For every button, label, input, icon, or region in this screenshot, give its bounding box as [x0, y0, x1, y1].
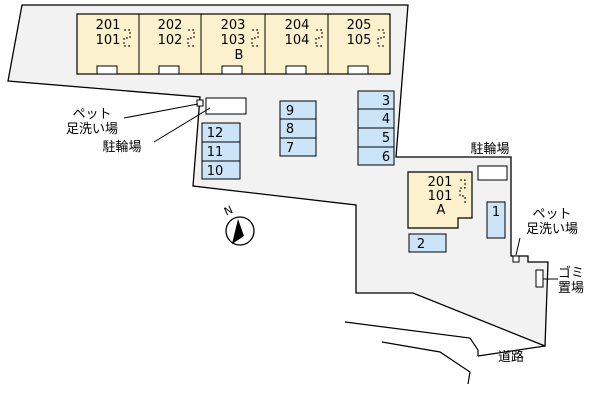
parking-slot-3: 3 — [357, 90, 395, 110]
parking-slot-8: 8 — [279, 118, 317, 139]
north-arrow: N — [222, 203, 255, 246]
building-b-name: B — [235, 48, 244, 63]
parking-slot-3-label: 3 — [382, 94, 390, 109]
pet-wash-right-leader — [515, 237, 521, 256]
parking-slot-1-label: 1 — [492, 205, 500, 220]
unit-b5-upper: 205 — [347, 18, 372, 33]
parking-slots: 3 4 5 6 9 8 7 12 — [201, 90, 506, 253]
unit-b5-lower: 105 — [347, 33, 372, 48]
pet-wash-left — [196, 99, 204, 107]
parking-slot-6-label: 6 — [382, 150, 390, 165]
unit-b2-lower: 102 — [158, 33, 183, 48]
unit-b4-upper: 204 — [285, 18, 310, 33]
bicycle-right-label: 駐輪場 — [470, 141, 509, 157]
bicycle-parking-left — [205, 97, 247, 115]
building-a: 201 101 A — [407, 171, 473, 229]
unit-b3-lower: 103 — [221, 33, 246, 48]
parking-slot-12-label: 12 — [207, 126, 224, 141]
building-b-entrances — [96, 65, 369, 75]
road-label: 道路 — [498, 349, 524, 365]
garbage-area — [535, 269, 544, 288]
unit-b3-upper: 203 — [221, 18, 246, 33]
parking-slot-1: 1 — [486, 201, 506, 239]
building-b: 201 101 202 102 203 103 B 204 104 205 10… — [76, 13, 391, 75]
parking-slot-4: 4 — [357, 108, 395, 129]
road — [344, 321, 546, 385]
parking-slot-5: 5 — [357, 127, 395, 148]
bicycle-parking-right — [477, 165, 508, 181]
lot-outline — [7, 4, 549, 347]
pet-wash-left-leader — [123, 103, 199, 119]
unit-b4-lower: 104 — [285, 33, 310, 48]
pet-wash-right-label-2: 足洗い場 — [526, 222, 578, 237]
north-label: N — [222, 203, 235, 218]
parking-slot-2: 2 — [408, 233, 447, 253]
parking-slot-10-label: 10 — [207, 164, 224, 179]
parking-slot-6: 6 — [357, 146, 395, 166]
pet-wash-left-label-1: ペット — [72, 107, 111, 122]
parking-slot-9: 9 — [279, 100, 317, 120]
pet-wash-right — [512, 255, 520, 263]
parking-slot-2-label: 2 — [417, 237, 425, 252]
unit-a-upper: 201 — [428, 175, 453, 190]
parking-slot-4-label: 4 — [382, 112, 390, 127]
parking-slot-11: 11 — [201, 141, 241, 162]
bicycle-left-label: 駐輪場 — [102, 139, 141, 155]
parking-slot-11-label: 11 — [207, 145, 224, 160]
parking-slot-8-label: 8 — [286, 122, 294, 137]
garbage-label-2: 置場 — [558, 281, 584, 296]
parking-slot-7-label: 7 — [286, 141, 294, 156]
parking-slot-10: 10 — [201, 160, 241, 180]
bicycle-left-leader — [153, 107, 211, 143]
building-b-dividers — [138, 14, 329, 74]
building-a-name: A — [437, 203, 446, 218]
parking-slot-9-label: 9 — [286, 104, 294, 119]
unit-b2-upper: 202 — [158, 18, 183, 33]
pet-wash-left-label-2: 足洗い場 — [66, 122, 118, 137]
unit-b1-lower: 101 — [96, 33, 121, 48]
unit-b1-upper: 201 — [96, 18, 121, 33]
unit-a-lower: 101 — [428, 189, 453, 204]
building-b-stairs — [123, 29, 385, 47]
garbage-label-1: ゴミ — [558, 265, 584, 281]
parking-slot-5-label: 5 — [382, 131, 390, 146]
parking-slot-12: 12 — [201, 122, 241, 143]
pet-wash-right-label-1: ペット — [532, 207, 571, 222]
parking-slot-7: 7 — [279, 137, 317, 157]
